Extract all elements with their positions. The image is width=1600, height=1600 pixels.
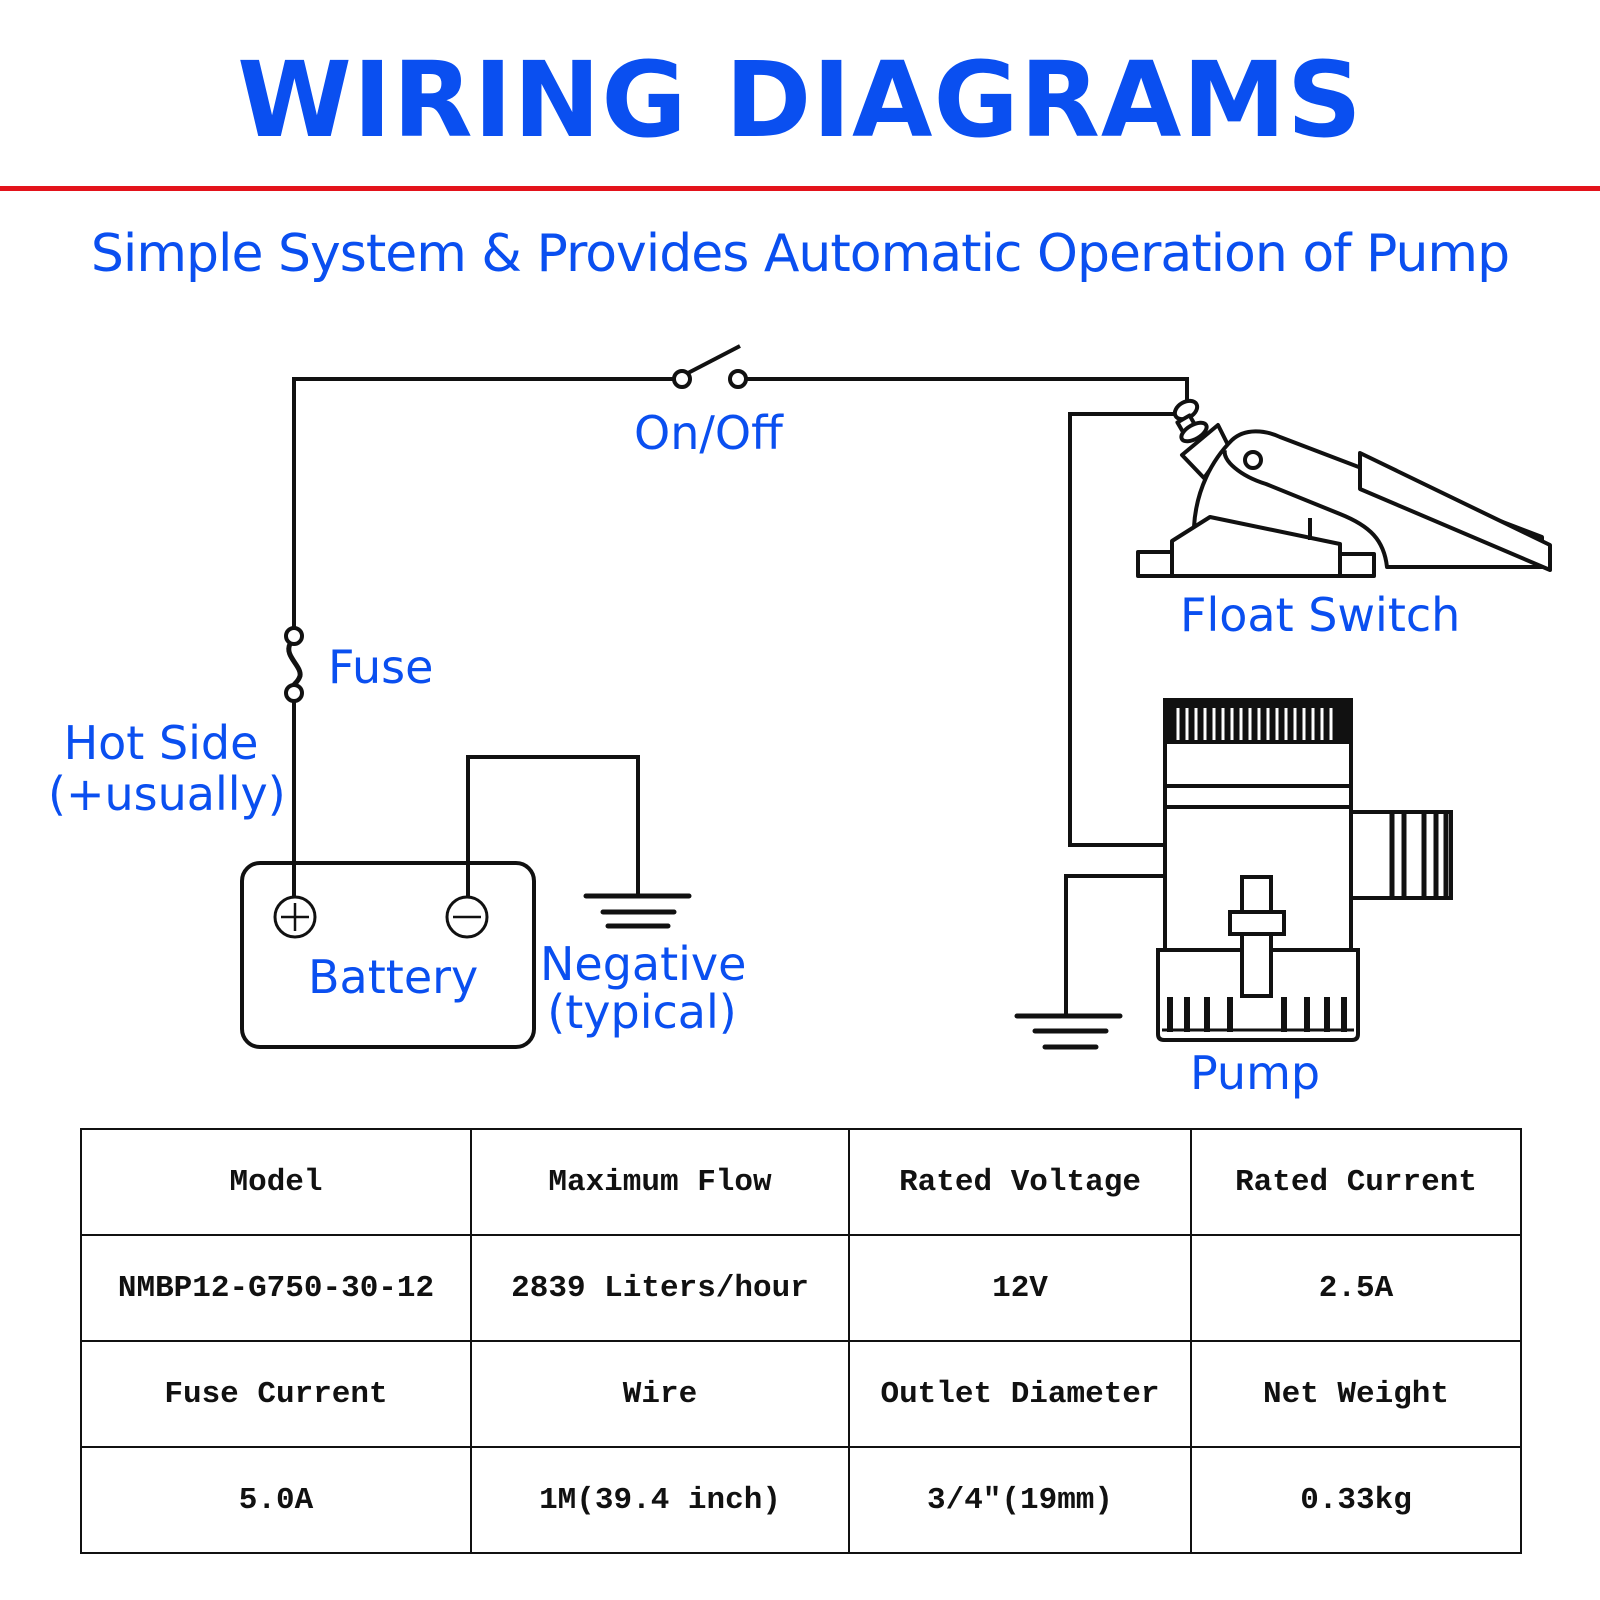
spec-table: Model Maximum Flow Rated Voltage Rated C… [80,1128,1522,1554]
hot-side-label-line2: (+usually) [48,766,286,821]
table-cell: 3/4″(19mm) [848,1446,1192,1554]
table-cell: 2839 Liters/hour [470,1234,850,1342]
table-row: NMBP12-G750-30-12 2839 Liters/hour 12V 2… [80,1234,1522,1342]
on-off-switch-icon [672,344,748,389]
pump-ground-wire [1064,874,1165,1015]
negative-wire [466,755,640,896]
table-header-cell: Model [80,1128,472,1236]
hot-side-label: Hot Side (+usually) [48,716,286,821]
table-header-cell: Net Weight [1190,1340,1522,1448]
fuse-label: Fuse [328,640,434,694]
float-switch-icon [1136,398,1552,578]
float-switch-label: Float Switch [1180,588,1461,642]
table-header-cell: Maximum Flow [470,1128,850,1236]
table-header-cell: Rated Current [1190,1128,1522,1236]
table-cell: NMBP12-G750-30-12 [80,1234,472,1342]
title-divider [0,186,1600,191]
ground-icon [583,893,692,929]
hot-wire-upper [292,377,682,636]
pump-ground-icon [1014,1013,1123,1050]
page-subtitle: Simple System & Provides Automatic Opera… [90,224,1510,284]
switch-to-float-wire [738,377,1189,403]
table-row: 5.0A 1M(39.4 inch) 3/4″(19mm) 0.33kg [80,1446,1522,1554]
switch-label: On/Off [634,406,783,460]
table-header-cell: Rated Voltage [848,1128,1192,1236]
pump-label: Pump [1190,1046,1321,1100]
negative-label-line2: (typical) [547,985,737,1040]
table-header-row: Fuse Current Wire Outlet Diameter Net We… [80,1340,1522,1448]
table-cell: 5.0A [80,1446,472,1554]
table-header-cell: Wire [470,1340,850,1448]
table-header-cell: Outlet Diameter [848,1340,1192,1448]
fuse-icon [284,626,304,703]
table-header-row: Model Maximum Flow Rated Voltage Rated C… [80,1128,1522,1236]
battery-icon [240,861,536,1049]
page-title: WIRING DIAGRAMS [237,39,1363,161]
negative-label: Negative (typical) [540,937,747,1040]
wiring-diagram [240,344,1552,1050]
table-cell: 2.5A [1190,1234,1522,1342]
float-to-pump-wire [1068,412,1177,847]
battery-label: Battery [308,950,479,1004]
table-cell: 1M(39.4 inch) [470,1446,850,1554]
hot-side-label-line1: Hot Side [63,716,259,770]
bilge-pump-icon [1156,698,1453,1042]
table-cell: 12V [848,1234,1192,1342]
table-cell: 0.33kg [1190,1446,1522,1554]
negative-label-line1: Negative [540,937,747,991]
table-header-cell: Fuse Current [80,1340,472,1448]
